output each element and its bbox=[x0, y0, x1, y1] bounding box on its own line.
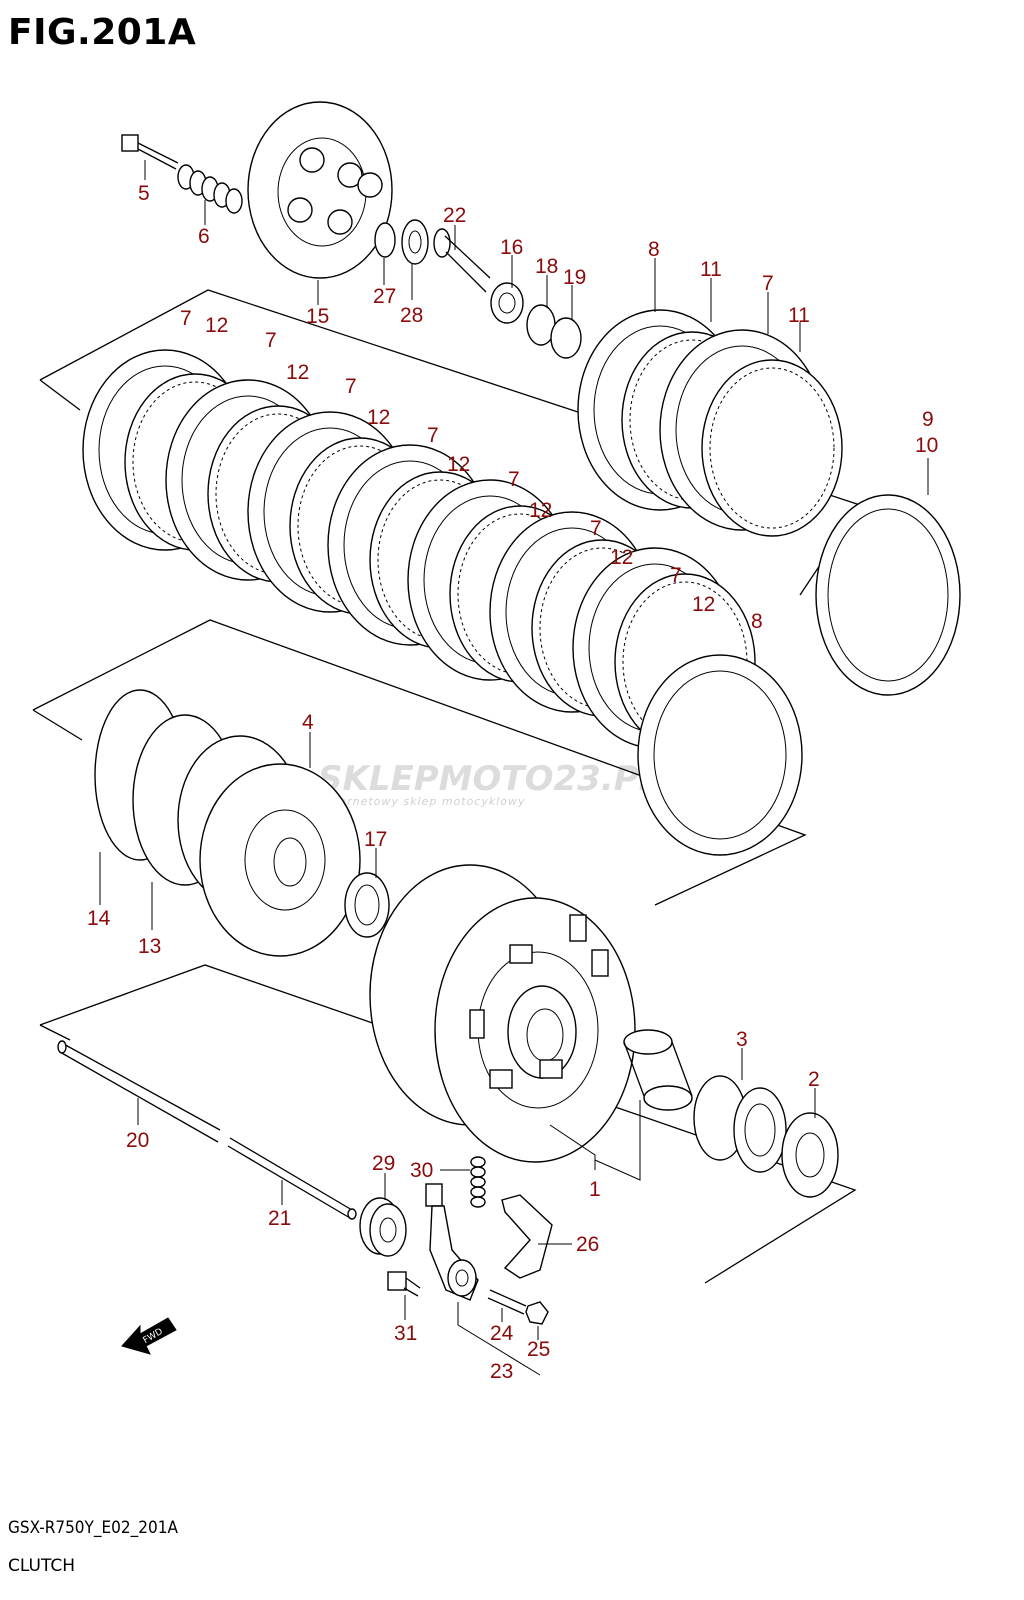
callout-14: 14 bbox=[87, 907, 111, 930]
callout-9: 9 bbox=[922, 408, 934, 431]
callout-10: 10 bbox=[915, 434, 938, 457]
nut-25 bbox=[525, 1301, 549, 1325]
watermark-brand: SKLEPMOTO23.PL bbox=[318, 759, 660, 799]
callout-30: 30 bbox=[410, 1159, 433, 1182]
spring-30 bbox=[470, 1156, 486, 1208]
push-rod-20 bbox=[57, 1040, 221, 1143]
callout-1: 1 bbox=[589, 1178, 601, 1201]
diagram-code: GSX-R750Y_E02_201A bbox=[8, 1518, 178, 1538]
callout-27: 27 bbox=[373, 285, 396, 308]
washer-17 bbox=[344, 872, 390, 938]
needle-bearing-3 bbox=[693, 1075, 787, 1173]
spring-6 bbox=[177, 164, 243, 214]
adjusting-screw-24 bbox=[487, 1289, 527, 1315]
callout-7-b: 7 bbox=[265, 329, 277, 352]
nut-16 bbox=[490, 282, 524, 324]
washer-19 bbox=[550, 317, 582, 359]
spring-washer-9-10 bbox=[815, 494, 961, 696]
callout-4: 4 bbox=[302, 711, 314, 734]
callout-26: 26 bbox=[576, 1233, 599, 1256]
bolt-31 bbox=[387, 1271, 421, 1297]
callout-25: 25 bbox=[527, 1338, 550, 1361]
thrust-washer-2 bbox=[781, 1112, 839, 1198]
primary-driven-gear-1 bbox=[369, 864, 636, 1163]
callout-7-a: 7 bbox=[180, 307, 192, 330]
washer-27 bbox=[374, 222, 396, 258]
callout-22: 22 bbox=[443, 204, 466, 227]
callout-5: 5 bbox=[138, 182, 150, 205]
callout-7-f: 7 bbox=[590, 517, 602, 540]
oil-seal-29 bbox=[359, 1197, 407, 1257]
diagram-name: CLUTCH bbox=[8, 1556, 75, 1576]
callout-labels: 5 6 15 27 28 22 16 18 19 8 11 7 11 7 12 … bbox=[87, 182, 938, 1383]
callout-2: 2 bbox=[808, 1068, 820, 1091]
callout-6: 6 bbox=[198, 225, 210, 248]
callout-15: 15 bbox=[306, 305, 329, 328]
callout-12-c: 12 bbox=[367, 406, 390, 429]
callout-3: 3 bbox=[736, 1028, 748, 1051]
bracket-26 bbox=[501, 1194, 553, 1279]
callout-12-a: 12 bbox=[205, 314, 228, 337]
watermark-tagline: internetowy sklep motocyklowy bbox=[322, 795, 526, 808]
callout-19: 19 bbox=[563, 266, 586, 289]
sleeve-hub-4 bbox=[177, 735, 361, 957]
push-piece-22 bbox=[433, 228, 491, 293]
callout-8-bottom: 8 bbox=[751, 610, 763, 633]
spacer bbox=[623, 1029, 693, 1111]
pressure-plate-15 bbox=[247, 101, 393, 279]
figure-title: FIG.201A bbox=[8, 12, 197, 53]
callout-17: 17 bbox=[364, 828, 387, 851]
callout-12-d: 12 bbox=[447, 453, 470, 476]
callout-7-g: 7 bbox=[670, 564, 682, 587]
release-lever-23 bbox=[425, 1183, 479, 1301]
callout-20: 20 bbox=[126, 1129, 149, 1152]
callout-12-e: 12 bbox=[529, 499, 552, 522]
callout-21: 21 bbox=[268, 1207, 291, 1230]
driven-plate-11-top-b bbox=[701, 359, 843, 537]
callout-23: 23 bbox=[490, 1360, 513, 1383]
fwd-arrow-icon: FWD bbox=[121, 1317, 177, 1355]
callout-29: 29 bbox=[372, 1152, 395, 1175]
callout-11-b: 11 bbox=[788, 304, 810, 327]
callout-7-e: 7 bbox=[508, 468, 520, 491]
callout-13: 13 bbox=[138, 935, 161, 958]
leader-lines bbox=[99, 160, 929, 1376]
callout-12-g: 12 bbox=[692, 593, 715, 616]
callout-31: 31 bbox=[394, 1322, 417, 1345]
group-outline-plates-bottom bbox=[32, 619, 807, 906]
bolt-5 bbox=[121, 134, 179, 170]
callout-24: 24 bbox=[490, 1322, 514, 1345]
push-rod-21 bbox=[227, 1137, 357, 1220]
callout-28: 28 bbox=[400, 304, 423, 327]
callout-7-top: 7 bbox=[762, 272, 774, 295]
callout-12-f: 12 bbox=[610, 546, 633, 569]
callout-16: 16 bbox=[500, 236, 523, 259]
callout-18: 18 bbox=[535, 255, 558, 278]
callout-7-c: 7 bbox=[345, 375, 357, 398]
callout-11-a: 11 bbox=[700, 258, 722, 281]
bearing-28 bbox=[401, 219, 429, 265]
callout-12-b: 12 bbox=[286, 361, 309, 384]
callout-8-top: 8 bbox=[648, 238, 660, 261]
callout-7-d: 7 bbox=[427, 424, 439, 447]
fwd-label: FWD bbox=[142, 1327, 165, 1346]
